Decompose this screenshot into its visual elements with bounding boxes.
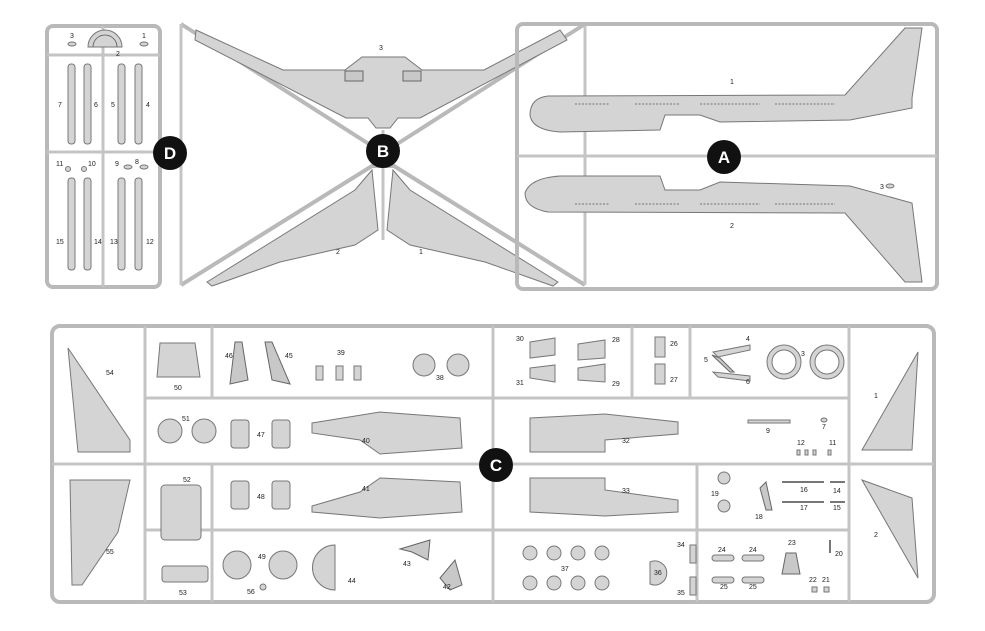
label-c6: 6 (746, 379, 750, 386)
label-c9: 9 (766, 428, 770, 435)
label-c21: 21 (822, 577, 830, 584)
label-d14: 14 (94, 239, 102, 246)
label-a3: 3 (880, 184, 884, 191)
label-c40: 40 (362, 438, 370, 445)
label-c29: 29 (612, 381, 620, 388)
label-c50: 50 (174, 385, 182, 392)
badge-a-letter: A (718, 148, 730, 167)
label-d8: 8 (135, 159, 139, 166)
label-c17: 17 (800, 505, 808, 512)
label-d3: 3 (70, 33, 74, 40)
label-c51: 51 (182, 416, 190, 423)
label-d7: 7 (58, 102, 62, 109)
label-c55: 55 (106, 549, 114, 556)
label-c35: 35 (677, 590, 685, 597)
label-c54: 54 (106, 370, 114, 377)
label-c2: 2 (874, 532, 878, 539)
label-c28: 28 (612, 337, 620, 344)
label-d1: 1 (142, 33, 146, 40)
label-c12: 12 (797, 440, 805, 447)
label-c4: 4 (746, 336, 750, 343)
label-c32: 32 (622, 438, 630, 445)
label-c18: 18 (755, 514, 763, 521)
horizontal-stabilizer-part (194, 29, 568, 129)
badge-b: B (366, 134, 400, 168)
label-c14: 14 (833, 488, 841, 495)
label-c11: 11 (829, 440, 836, 447)
label-b1: 1 (419, 249, 423, 256)
label-c41: 41 (362, 486, 370, 493)
label-c43: 43 (403, 561, 411, 568)
label-c31: 31 (516, 380, 524, 387)
label-d13: 13 (110, 239, 118, 246)
label-d9: 9 (115, 161, 119, 168)
label-c7: 7 (822, 424, 826, 431)
label-c33: 33 (622, 488, 630, 495)
label-c46: 46 (225, 353, 233, 360)
label-c52: 52 (183, 477, 191, 484)
left-wing-part (206, 168, 379, 287)
d-seat-rows-upper (67, 63, 143, 145)
fuselage-half-2 (524, 175, 923, 283)
label-b3: 3 (379, 45, 383, 52)
badge-b-letter: B (377, 142, 389, 161)
label-c23: 23 (788, 540, 796, 547)
label-c53: 53 (179, 590, 187, 597)
label-c38: 38 (436, 375, 444, 382)
label-d4: 4 (146, 102, 150, 109)
badge-c: C (479, 448, 513, 482)
label-d5: 5 (111, 102, 115, 109)
label-c36: 36 (654, 570, 662, 577)
label-c19: 19 (711, 491, 719, 498)
label-d11: 11 (56, 161, 63, 168)
label-c15: 15 (833, 505, 841, 512)
label-c27: 27 (670, 377, 678, 384)
label-c24a: 24 (718, 547, 726, 554)
label-c16: 16 (800, 487, 808, 494)
label-c56: 56 (247, 589, 255, 596)
label-c22: 22 (809, 577, 817, 584)
label-a2: 2 (730, 223, 734, 230)
badge-d-letter: D (164, 144, 176, 163)
d-seat-rows-lower (67, 177, 143, 271)
label-c44: 44 (348, 578, 356, 585)
label-c49: 49 (258, 554, 266, 561)
label-d15: 15 (56, 239, 64, 246)
part-labels: 3 2 1 7 6 5 4 11 10 9 8 15 14 13 12 3 2 … (56, 33, 884, 597)
badge-a: A (707, 140, 741, 174)
label-d6: 6 (94, 102, 98, 109)
label-c26: 26 (670, 341, 678, 348)
label-c1: 1 (874, 393, 878, 400)
label-d10: 10 (88, 161, 96, 168)
label-c48: 48 (257, 494, 265, 501)
label-c3: 3 (801, 351, 805, 358)
badge-d: D (153, 136, 187, 170)
label-d2: 2 (116, 51, 120, 58)
label-c42: 42 (443, 584, 451, 591)
sprue-c (50, 324, 936, 604)
label-c37: 37 (561, 566, 569, 573)
label-b2: 2 (336, 249, 340, 256)
label-c25b: 25 (749, 584, 757, 591)
fuselage-half-1 (529, 27, 923, 133)
badge-c-letter: C (490, 456, 502, 475)
label-a1: 1 (730, 79, 734, 86)
label-c5: 5 (704, 357, 708, 364)
label-c25a: 25 (720, 584, 728, 591)
label-c45: 45 (285, 353, 293, 360)
label-c47: 47 (257, 432, 265, 439)
label-c24b: 24 (749, 547, 757, 554)
label-c30: 30 (516, 336, 524, 343)
label-d12: 12 (146, 239, 154, 246)
label-c34: 34 (677, 542, 685, 549)
sprue-a (515, 22, 939, 291)
label-c39: 39 (337, 350, 345, 357)
label-c20: 20 (835, 551, 843, 558)
sprue-d (45, 24, 162, 289)
